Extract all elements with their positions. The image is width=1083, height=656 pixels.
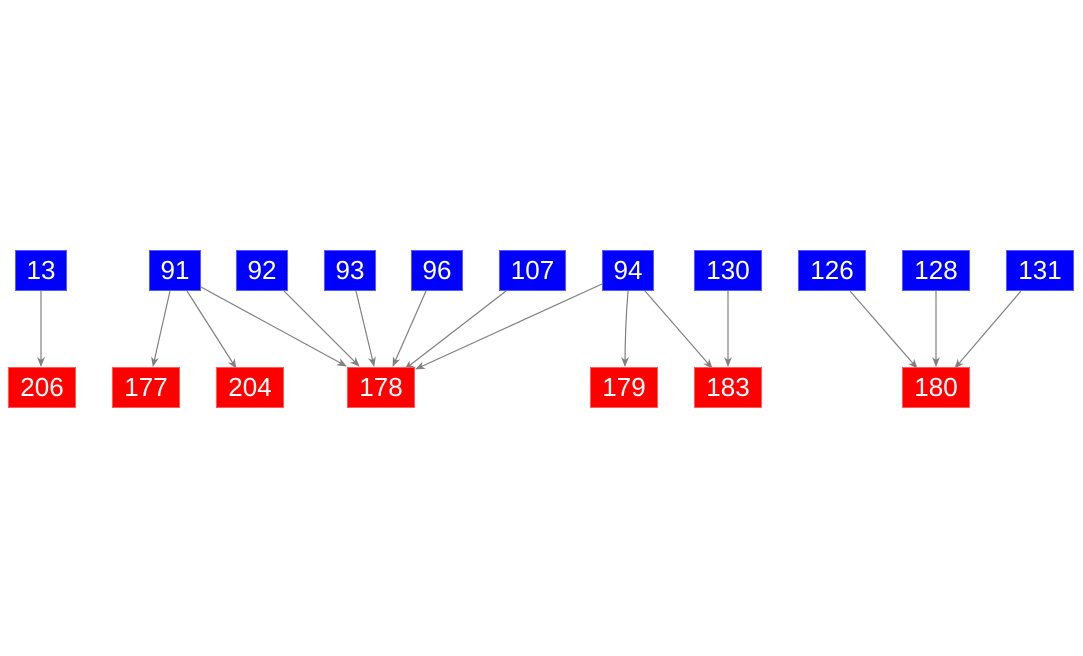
edge-94-to-183 [644, 290, 713, 369]
node-92[interactable]: 92 [236, 250, 288, 291]
node-13[interactable]: 13 [15, 250, 67, 291]
edge-92-to-178 [283, 290, 360, 367]
node-107[interactable]: 107 [499, 250, 566, 291]
node-177[interactable]: 177 [112, 367, 180, 408]
node-128[interactable]: 128 [902, 250, 970, 291]
edge-131-to-180 [954, 290, 1022, 369]
node-96[interactable]: 96 [411, 250, 463, 291]
node-130[interactable]: 130 [694, 250, 762, 291]
node-93[interactable]: 93 [324, 250, 376, 291]
node-204[interactable]: 204 [216, 367, 284, 408]
edge-96-to-178 [392, 290, 427, 367]
edge-94-to-179 [621, 290, 630, 367]
node-91[interactable]: 91 [149, 250, 201, 291]
node-178[interactable]: 178 [347, 367, 415, 408]
node-179[interactable]: 179 [590, 367, 658, 408]
node-183[interactable]: 183 [694, 367, 762, 408]
edge-91-to-204 [186, 290, 237, 369]
node-131[interactable]: 131 [1006, 250, 1074, 291]
node-206[interactable]: 206 [8, 367, 76, 408]
edge-93-to-178 [355, 290, 376, 367]
node-94[interactable]: 94 [602, 250, 654, 291]
node-180[interactable]: 180 [902, 367, 970, 408]
node-126[interactable]: 126 [798, 250, 866, 291]
edge-94-to-178 [415, 283, 603, 370]
edge-126-to-180 [849, 290, 918, 369]
edge-91-to-177 [151, 290, 171, 367]
edge-107-to-178 [404, 290, 507, 370]
edge-91-to-178 [200, 286, 347, 367]
